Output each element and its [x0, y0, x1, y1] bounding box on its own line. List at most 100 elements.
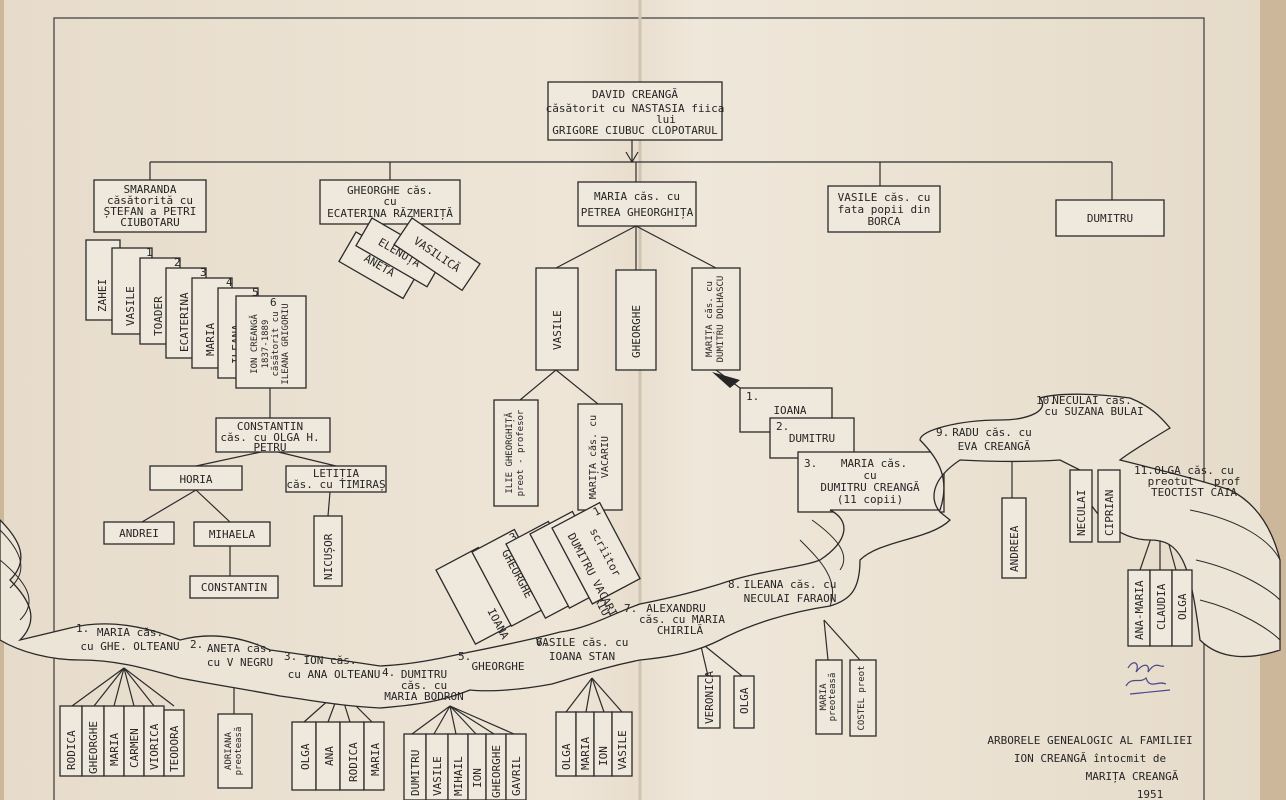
letitia-line2: căs. cu TIMIRAȘ: [286, 478, 385, 491]
g4-5: GAVRIL: [510, 756, 523, 796]
box-constantin-jr: CONSTANTIN: [189, 575, 279, 599]
nicusor-name: NICUȘOR: [322, 533, 335, 580]
maria-line2: PETREA GHEORGHIȚA: [581, 206, 694, 219]
child-gheorghe: GHEORGHE căs. cu ECATERINA RĂZMERIȚĂ: [319, 179, 461, 225]
maria-line1: MARIA căs. cu: [594, 190, 680, 203]
ribbon-1: 1. MARIA căs. cu GHE. OLTEANU: [76, 622, 180, 653]
card-ilie: ILIE GHEORGHIȚĂ preot - profesor: [493, 399, 539, 507]
card-ilie-text: ILIE GHEORGHIȚĂ preot - profesor: [505, 409, 526, 497]
g6-3: VASILE: [616, 730, 629, 770]
card-vac-gheorghe-num: 3: [507, 530, 519, 545]
g1-1: GHEORGHE: [87, 721, 100, 774]
signature: [1125, 662, 1171, 695]
card-ileana-num: 5: [252, 286, 259, 299]
connector-lines: [71, 140, 1177, 735]
g1-group: RODICA GHEORGHE MARIA CARMEN VIORICA TEO…: [59, 705, 185, 777]
caption-line3: MARIȚA CREANGĂ: [1086, 770, 1179, 783]
ribbon-11: 11. OLGA căs. cu preotul - prof TEOCTIST…: [1134, 464, 1240, 499]
ribbon-9-num: 9.: [936, 426, 949, 439]
child-maria: MARIA căs. cu PETREA GHEORGHIȚA: [577, 181, 697, 227]
g8-group: MARIA preoteasă COSTEL preot: [815, 659, 877, 737]
mihaela-name: MIHAELA: [209, 528, 256, 541]
ribbon-6-line2: IOANA STAN: [549, 650, 615, 663]
g6-1: MARIA: [579, 737, 592, 770]
root-line3: lui: [656, 113, 676, 126]
constantin-branch: CONSTANTIN căs. cu OLGA H. PETRU HORIA L…: [103, 417, 387, 599]
ribbon-2-line2: cu V NEGRU: [207, 656, 273, 669]
ribbon-1-line1: MARIA căs.: [97, 626, 163, 639]
ioana-1-name: IOANA: [773, 404, 806, 417]
maria-3-line4: (11 copii): [837, 493, 903, 506]
ribbon-4-line2: căs. cu: [401, 679, 447, 692]
g10-group: NECULAI CIPRIAN: [1069, 469, 1121, 543]
ribbon-10: 10. NECULAI căs. cu SUZANA BULAI: [1036, 394, 1144, 418]
g11-2: OLGA: [1176, 593, 1189, 620]
ribbon-10-num: 10.: [1036, 394, 1056, 407]
dolhascu-children: 1. IOANA 2. DUMITRU 3. MARIA căs. cu DUM…: [739, 387, 945, 513]
gheorghe-children: ANETA ELENUȚA VASILICĂ: [338, 217, 481, 300]
g8-0-text: MARIA preoteasă: [819, 673, 838, 722]
vasile-line3: BORCA: [867, 215, 900, 228]
g4-4: GHEORGHE: [490, 745, 503, 798]
andrei-name: ANDREI: [119, 527, 159, 540]
box-constantin: CONSTANTIN căs. cu OLGA H. PETRU: [215, 417, 331, 454]
ribbon-scroll: 1. MARIA căs. cu GHE. OLTEANU 2. ANETA c…: [0, 393, 1281, 709]
caption-line2: ION CREANGĂ întocmit de: [1014, 752, 1166, 765]
g1-2: MARIA: [108, 733, 121, 766]
card-ion-text: ION CREANGĂ 1837-1889 căsătorit cu ILEAN…: [250, 303, 292, 385]
ribbon-4: 4. DUMITRU căs. cu MARIA BODRON: [382, 666, 464, 703]
box-andrei: ANDREI: [103, 521, 175, 545]
card-maria-gheorghe-name: GHEORGHE: [630, 305, 643, 358]
g4-0: DUMITRU: [409, 750, 422, 796]
g4-1: VASILE: [431, 756, 444, 796]
card-maria-name: MARIA: [204, 323, 217, 356]
caption: ARBORELE GENEALOGIC AL FAMILIEI ION CREA…: [987, 734, 1192, 800]
card-ion-creanga: 6 ION CREANGĂ 1837-1889 căsătorit cu ILE…: [235, 295, 307, 389]
root-line4: GRIGORE CIUBUC CLOPOTARUL: [552, 124, 718, 137]
card-toader-num: 2: [174, 256, 181, 269]
dumitru-line1: DUMITRU: [1087, 212, 1133, 225]
card-maria-vasile: VASILE: [535, 267, 579, 371]
ribbon-8-line2: NECULAI FARAON: [744, 592, 837, 605]
ribbon-6-num: 6.: [536, 636, 549, 649]
ribbon-5: 5. GHEORGHE: [458, 650, 524, 673]
card-marita-text: MARIȚA căs. cu DUMITRU DOLHASCU: [705, 276, 726, 363]
ribbon-11-line3: TEOCTIST CAIA: [1151, 486, 1237, 499]
root-line1: DAVID CREANGĂ: [592, 88, 678, 101]
g3-1: ANA: [323, 746, 336, 766]
root-david-creanga: DAVID CREANGĂ căsătorit cu NASTASIA fiic…: [546, 81, 724, 141]
card-ion-num: 6: [270, 296, 277, 309]
box-nicusor: NICUȘOR: [313, 515, 343, 587]
g3-group: OLGA ANA RODICA MARIA: [291, 721, 385, 791]
card-ion-name: ION CREANGĂ 1837-1889 căsătorit cu ILEAN…: [250, 303, 292, 385]
ribbon-1-line2: cu GHE. OLTEANU: [80, 640, 179, 653]
card-ecaterina-name: ECATERINA: [178, 292, 191, 352]
child-smaranda: SMARANDA căsătorită cu ȘTEFAN a PETRI CI…: [93, 179, 207, 233]
maria-3-num: 3.: [804, 457, 817, 470]
g1-3: CARMEN: [128, 728, 141, 768]
ribbon-10-line1: NECULAI căs.: [1052, 394, 1131, 407]
ribbon-3: 3. ION căs. cu ANA OLTEANU: [284, 650, 380, 681]
smaranda-line2: căsătorită cu: [107, 194, 193, 207]
g6-group: OLGA MARIA ION VASILE: [555, 711, 633, 777]
vasile-children: ILIE GHEORGHIȚĂ preot - profesor MARIȚA …: [493, 399, 623, 511]
g2-text: ADRIANA preoteasă: [224, 727, 244, 776]
ribbon-9: 9. RADU căs. cu EVA CREANGĂ: [936, 426, 1032, 453]
g9-group: ANDREEA: [1001, 497, 1027, 579]
box-mihaela: MIHAELA: [193, 521, 271, 547]
ribbon-4-line3: MARIA BODRON: [384, 690, 463, 703]
ribbon-7-line1: ALEXANDRU: [646, 602, 706, 615]
constantin-line3: PETRU: [253, 441, 286, 454]
smaranda-line4: CIUBOTARU: [120, 216, 180, 229]
ribbon-4-line1: DUMITRU: [401, 668, 447, 681]
ribbon-4-num: 4.: [382, 666, 395, 679]
card-ilie-name: ILIE GHEORGHIȚĂ preot - profesor: [505, 409, 526, 497]
vasile-line2: fata popii din: [838, 203, 931, 216]
g4-3: ION: [471, 768, 484, 788]
maria-3-line1: MARIA căs.: [841, 457, 907, 470]
smaranda-children: ZAHEI 1 VASILE 2 TOADER 3 ECATERINA 4 MA…: [85, 239, 307, 389]
card-marita-vacariu-name: MARIȚA căs. cu VACARIU: [588, 414, 611, 500]
g8-1: COSTEL preot: [857, 665, 868, 731]
